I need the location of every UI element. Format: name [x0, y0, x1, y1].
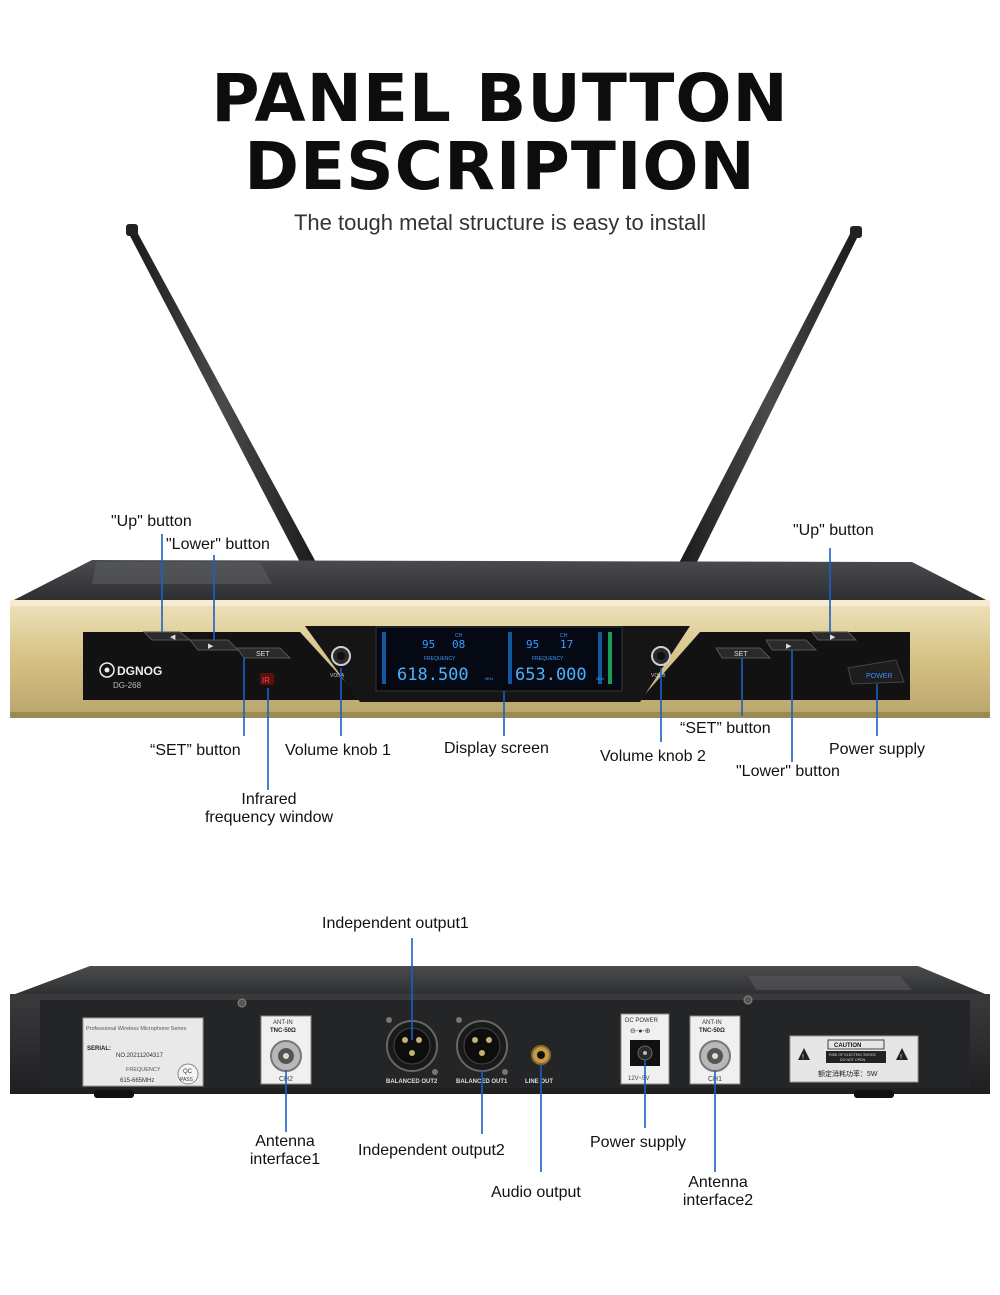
svg-text:POWER: POWER	[866, 673, 892, 680]
svg-text:CH: CH	[560, 633, 568, 639]
svg-text:CAUTION: CAUTION	[834, 1043, 861, 1049]
foot-right	[854, 1090, 894, 1098]
svg-text:PASS: PASS	[180, 1077, 194, 1083]
callout-power-supply-front: Power supply	[829, 741, 926, 758]
svg-text:BALANCED OUT2: BALANCED OUT2	[386, 1079, 438, 1085]
infrared-window: IR	[260, 673, 274, 685]
svg-text:NO.20211204317: NO.20211204317	[116, 1053, 164, 1059]
svg-text:SERIAL:: SERIAL:	[87, 1046, 111, 1052]
callout-antenna1-line2: interface1	[249, 1151, 321, 1168]
callout-antenna1-line1: Antenna	[255, 1133, 315, 1150]
svg-text:CH: CH	[455, 633, 463, 639]
svg-text:TNC-50Ω: TNC-50Ω	[270, 1028, 296, 1034]
svg-text:VOL A: VOL A	[330, 673, 345, 679]
callout-up-button-left: "Up" button	[111, 513, 192, 530]
brand-logo: DGNOG DG-268	[99, 662, 162, 690]
display-screen: 95 08 CH FREQUENCY 618.500 MHz 95 17 CH …	[375, 626, 623, 692]
svg-text:RISK OF ELECTRIC SHOCK: RISK OF ELECTRIC SHOCK	[829, 1053, 877, 1057]
svg-text:SET: SET	[256, 651, 270, 658]
svg-text:DGNOG: DGNOG	[117, 664, 162, 678]
svg-text:FREQUENCY: FREQUENCY	[424, 656, 456, 662]
svg-text:DG-268: DG-268	[113, 681, 142, 690]
front-right-wing	[640, 632, 910, 700]
svg-text:ANT-IN: ANT-IN	[273, 1020, 293, 1026]
svg-text:▶: ▶	[830, 634, 836, 641]
svg-text:95: 95	[526, 638, 539, 651]
svg-text:▶: ▶	[786, 643, 792, 650]
caution-label: ! ! CAUTION RISK OF ELECTRIC SHOCK DO NO…	[789, 1035, 919, 1083]
callout-independent-output1: Independent output1	[322, 915, 469, 932]
callout-antenna2-line2: interface2	[682, 1192, 754, 1209]
callout-audio-output: Audio output	[491, 1184, 581, 1201]
svg-text:MHz: MHz	[596, 676, 604, 681]
svg-text:MHz: MHz	[485, 676, 493, 681]
svg-text:TNC-50Ω: TNC-50Ω	[699, 1028, 725, 1034]
callout-display-screen: Display screen	[444, 740, 549, 757]
callout-infrared-line2: frequency window	[204, 809, 334, 826]
set-button-right[interactable]: SET	[715, 647, 772, 659]
svg-text:DC POWER: DC POWER	[625, 1018, 659, 1024]
power-button[interactable]: POWER	[847, 659, 905, 685]
callout-up-button-right: "Up" button	[793, 522, 874, 539]
page-subtitle: The tough metal structure is easy to ins…	[293, 210, 707, 235]
svg-text:95: 95	[422, 638, 435, 651]
serial-sticker: Professional Wireless Microphone Series …	[82, 1017, 204, 1087]
callout-lower-button-right: "Lower" button	[736, 763, 840, 780]
svg-text:额定消耗功率：5W: 额定消耗功率：5W	[818, 1069, 878, 1078]
svg-text:653.000: 653.000	[515, 665, 587, 685]
callout-set-button-right: “SET” button	[680, 720, 771, 737]
svg-text:VOL B: VOL B	[651, 673, 666, 679]
antenna-left	[126, 224, 318, 570]
volume-knob-2[interactable]: VOL B	[651, 646, 671, 679]
back-top-cover	[10, 966, 990, 996]
callout-set-button-left: “SET” button	[150, 742, 241, 759]
svg-text:615-665MHz: 615-665MHz	[120, 1078, 154, 1084]
page-title-line1: PANEL BUTTON	[211, 60, 789, 137]
callout-power-supply-back: Power supply	[590, 1134, 687, 1151]
svg-text:Professional Wireless Micropho: Professional Wireless Microphone Series	[86, 1026, 187, 1032]
svg-text:SET: SET	[734, 651, 748, 658]
svg-text:618.500: 618.500	[397, 665, 469, 685]
page-title-line2: DESCRIPTION	[244, 128, 756, 205]
callout-volume-knob-1: Volume knob 1	[285, 742, 391, 759]
callout-volume-knob-2: Volume knob 2	[600, 748, 706, 765]
svg-text:FREQUENCY: FREQUENCY	[126, 1067, 161, 1073]
callout-antenna-interface2: Antenna interface2	[672, 1174, 764, 1210]
callout-antenna-interface1: Antenna interface1	[240, 1133, 330, 1169]
up-button-right[interactable]: ▶	[811, 631, 858, 641]
svg-text:!: !	[802, 1054, 804, 1061]
svg-text:LINE OUT: LINE OUT	[525, 1079, 553, 1085]
front-left-wing	[83, 632, 362, 700]
callout-antenna2-line1: Antenna	[688, 1174, 748, 1191]
svg-text:◀: ◀	[170, 634, 176, 641]
svg-text:▶: ▶	[208, 643, 214, 650]
svg-text:QC: QC	[183, 1069, 193, 1075]
svg-text:12V~5V: 12V~5V	[628, 1076, 650, 1082]
foot-left	[94, 1090, 134, 1098]
volume-knob-1[interactable]: VOL A	[330, 646, 351, 679]
svg-text:IR: IR	[262, 676, 270, 685]
svg-text:⊖-●-⊕: ⊖-●-⊕	[630, 1028, 651, 1035]
svg-text:17: 17	[560, 638, 573, 651]
callout-independent-output2: Independent output2	[358, 1142, 505, 1159]
dc-power-socket[interactable]: DC POWER ⊖-●-⊕ 12V~5V	[620, 1013, 670, 1085]
svg-text:08: 08	[452, 638, 465, 651]
callout-lower-button-left: "Lower" button	[166, 536, 270, 553]
svg-text:!: !	[900, 1054, 902, 1061]
lower-button-right[interactable]: ▶	[765, 639, 818, 651]
callout-infrared-line1: Infrared	[241, 791, 297, 808]
antenna-right	[678, 226, 862, 568]
svg-text:FREQUENCY: FREQUENCY	[532, 656, 564, 662]
svg-text:ANT-IN: ANT-IN	[702, 1020, 722, 1026]
callout-infrared-window: Infrared frequency window	[198, 791, 340, 827]
set-button-left[interactable]: SET	[236, 647, 292, 659]
svg-text:DO NOT OPEN: DO NOT OPEN	[840, 1058, 865, 1062]
